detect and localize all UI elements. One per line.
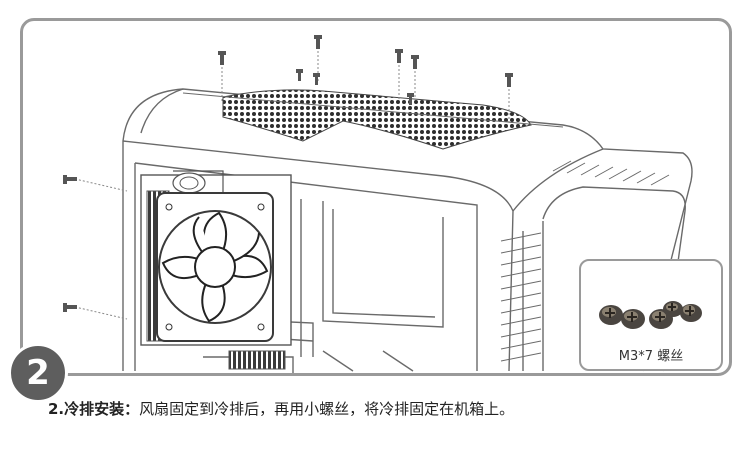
screw-callout: M3*7 螺丝 bbox=[579, 259, 723, 371]
fan bbox=[157, 193, 273, 341]
caption-heading: 2.冷排安装： bbox=[48, 400, 139, 418]
illustration-frame: M3*7 螺丝 bbox=[20, 18, 732, 376]
m3-screws-icon bbox=[595, 291, 707, 333]
top-mesh-filter bbox=[223, 90, 531, 149]
instruction-caption: 2.冷排安装：风扇固定到冷排后，再用小螺丝，将冷排固定在机箱上。 bbox=[48, 398, 514, 419]
screw-spec-label: M3*7 螺丝 bbox=[581, 345, 721, 364]
caption-text: 风扇固定到冷排后，再用小螺丝，将冷排固定在机箱上。 bbox=[139, 400, 514, 418]
side-screws bbox=[63, 175, 127, 319]
step-number-badge: 2 bbox=[8, 343, 68, 403]
